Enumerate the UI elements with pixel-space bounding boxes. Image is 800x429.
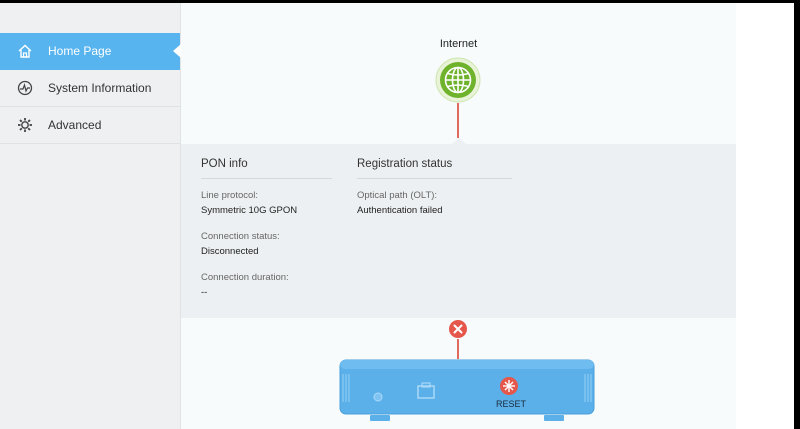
error-x-icon[interactable] (448, 319, 468, 339)
ont-device-graphic (338, 358, 596, 422)
window-right-edge (794, 0, 800, 429)
connection-status-label: Connection status: (201, 231, 280, 242)
connection-duration-label: Connection duration: (201, 272, 289, 283)
gear-icon (16, 116, 34, 134)
optical-path-value: Authentication failed (357, 205, 443, 216)
optical-path-label: Optical path (OLT): (357, 190, 438, 201)
sidebar-item-advanced[interactable]: Advanced (0, 107, 180, 144)
line-protocol-label: Line protocol: (201, 190, 259, 201)
sidebar-item-label: Home Page (48, 44, 112, 58)
sidebar-item-label: System Information (48, 81, 152, 95)
registration-column: Registration status Optical path (OLT): … (357, 158, 512, 231)
pon-info-panel: PON info Line protocol: Symmetric 10G GP… (181, 144, 736, 318)
panel-notch (451, 138, 467, 145)
pon-info-column: PON info Line protocol: Symmetric 10G GP… (201, 158, 332, 313)
globe-icon[interactable] (435, 57, 481, 103)
system-info-icon (16, 79, 34, 97)
home-icon (16, 42, 34, 60)
sidebar-item-label: Advanced (48, 118, 102, 132)
sidebar-spacer (0, 3, 180, 33)
pon-info-title: PON info (201, 158, 332, 179)
sidebar-item-system-information[interactable]: System Information (0, 70, 180, 107)
device-link-line (457, 339, 459, 359)
reset-label: RESET (495, 399, 526, 409)
connection-status-value: Disconnected (201, 246, 259, 257)
sidebar: Home Page System Information Advanced (0, 3, 181, 429)
connection-duration-value: -- (201, 287, 208, 298)
internet-label: Internet (439, 38, 478, 50)
line-protocol-value: Symmetric 10G GPON (201, 205, 298, 216)
main-content: Internet PON info Line protocol: Symmetr… (181, 3, 736, 429)
sidebar-item-home-page[interactable]: Home Page (0, 33, 181, 70)
window-top-edge (0, 0, 800, 3)
internet-link-line (457, 103, 459, 138)
registration-title: Registration status (357, 158, 512, 179)
